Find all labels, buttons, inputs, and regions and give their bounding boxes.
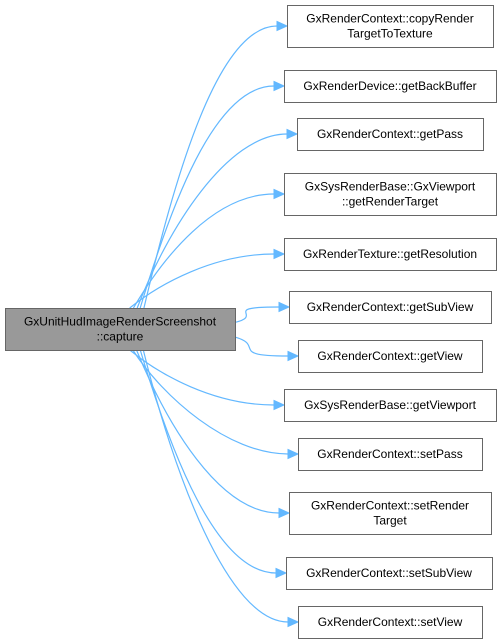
arrowhead — [273, 399, 286, 411]
arrowhead — [273, 248, 286, 260]
target-node-6[interactable]: GxRenderContext::getView — [298, 340, 483, 373]
edges — [129, 20, 300, 628]
arrowhead — [287, 448, 300, 460]
target-node-8[interactable]: GxRenderContext::setPass — [298, 438, 483, 471]
arrowhead — [287, 350, 300, 362]
edge-to-getRenderTarget — [132, 193, 275, 309]
node-label-line: GxUnitHudImageRenderScreenshot — [24, 315, 217, 329]
edge-to-getSubView — [234, 306, 280, 323]
edge-to-setRenderTarget — [135, 349, 280, 514]
edge-to-getPass — [136, 133, 288, 309]
edge-to-getViewport — [129, 349, 275, 406]
target-node-3[interactable]: GxSysRenderBase::GxViewport::getRenderTa… — [284, 173, 497, 216]
edge-to-setPass — [132, 349, 289, 455]
target-node-box — [286, 557, 493, 590]
node-label-line: GxRenderContext::getSubView — [307, 300, 474, 314]
arrowhead — [286, 128, 299, 140]
node-label-line: ::getRenderTarget — [342, 195, 439, 209]
target-node-box — [284, 173, 497, 216]
target-node-box — [289, 291, 492, 324]
node-label-line: GxRenderContext::setPass — [317, 447, 462, 461]
node-label-line: GxRenderContext::setView — [318, 615, 463, 629]
edge-to-getBackBuffer — [139, 85, 275, 309]
target-node-box — [297, 118, 484, 151]
arrowhead — [278, 301, 291, 313]
node-label-line: TargetToTexture — [347, 27, 433, 41]
edge-to-getResolution — [129, 253, 275, 309]
arrowhead — [276, 20, 289, 32]
target-node-box — [298, 340, 483, 373]
node-label-line: ::capture — [97, 330, 144, 344]
node-label-line: GxSysRenderBase::GxViewport — [305, 180, 476, 194]
target-node-box — [284, 389, 497, 422]
arrowhead — [273, 80, 286, 92]
arrowhead — [275, 567, 288, 579]
target-node-box — [289, 492, 492, 535]
target-node-0[interactable]: GxRenderContext::copyRenderTargetToTextu… — [287, 5, 494, 48]
target-node-box — [284, 70, 497, 103]
arrowhead — [273, 188, 286, 200]
target-node-11[interactable]: GxRenderContext::setView — [298, 606, 483, 639]
edge-to-setSubView — [139, 349, 277, 574]
target-node-box — [284, 238, 497, 271]
arrowhead — [287, 616, 300, 628]
target-node-5[interactable]: GxRenderContext::getSubView — [289, 291, 492, 324]
source-node-box — [5, 308, 236, 351]
target-node-box — [298, 438, 483, 471]
target-node-box — [287, 5, 494, 48]
target-node-box — [298, 606, 483, 639]
node-label-line: GxSysRenderBase::getViewport — [304, 398, 477, 412]
source-node[interactable]: GxUnitHudImageRenderScreenshot::capture — [5, 308, 236, 351]
node-label-line: GxRenderContext::setRender — [311, 499, 469, 513]
node-label-line: GxRenderContext::copyRender — [306, 12, 473, 26]
node-label-line: GxRenderContext::getPass — [317, 127, 463, 141]
target-node-4[interactable]: GxRenderTexture::getResolution — [284, 238, 497, 271]
target-node-1[interactable]: GxRenderDevice::getBackBuffer — [284, 70, 497, 103]
edge-to-setView — [142, 349, 289, 623]
edge-to-copyRenderTargetToTexture — [143, 25, 278, 309]
target-node-7[interactable]: GxSysRenderBase::getViewport — [284, 389, 497, 422]
target-node-2[interactable]: GxRenderContext::getPass — [297, 118, 484, 151]
arrowhead — [278, 507, 291, 519]
node-label-line: GxRenderDevice::getBackBuffer — [303, 79, 476, 93]
node-label-line: Target — [373, 514, 407, 528]
edge-to-getView — [234, 336, 289, 357]
node-label-line: GxRenderContext::getView — [317, 349, 463, 363]
node-label-line: GxRenderContext::setSubView — [306, 566, 472, 580]
nodes: GxUnitHudImageRenderScreenshot::captureG… — [5, 5, 497, 639]
node-label-line: GxRenderTexture::getResolution — [303, 247, 477, 261]
target-node-10[interactable]: GxRenderContext::setSubView — [286, 557, 493, 590]
